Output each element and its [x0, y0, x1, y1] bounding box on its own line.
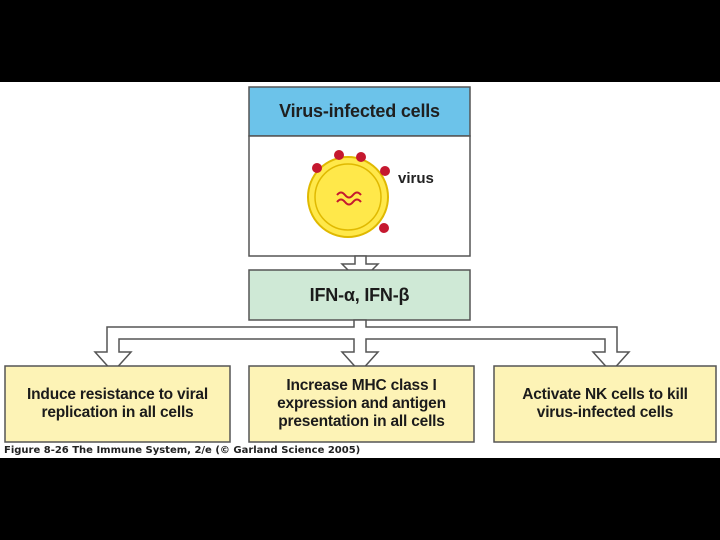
outcome-box-1: [4, 365, 231, 443]
virus-label: virus: [398, 170, 434, 187]
outcome-label-2: Increase MHC class I expression and anti…: [277, 377, 446, 430]
outcome-label-1: Induce resistance to viral replication i…: [27, 386, 208, 421]
ifn-label: IFN-α, IFN-β: [309, 284, 410, 305]
outcome-box-2: [248, 365, 475, 443]
diagram-graphics: [4, 86, 717, 443]
outcome-box-3: [493, 365, 717, 443]
infected-cell-icon: [307, 156, 389, 238]
viral-rna-icon: [336, 191, 362, 199]
outcome-label-3: Activate NK cells to kill virus-infected…: [522, 386, 688, 421]
header-box: [248, 86, 471, 137]
virion-icons: [312, 150, 390, 233]
figure-panel: Virus-infected cells virus IFN-α, IFN-β …: [0, 82, 720, 458]
header-label: Virus-infected cells: [279, 101, 440, 121]
branch-arrows: [93, 319, 631, 374]
figure-caption: Figure 8-26 The Immune System, 2/e (© Ga…: [4, 445, 361, 456]
